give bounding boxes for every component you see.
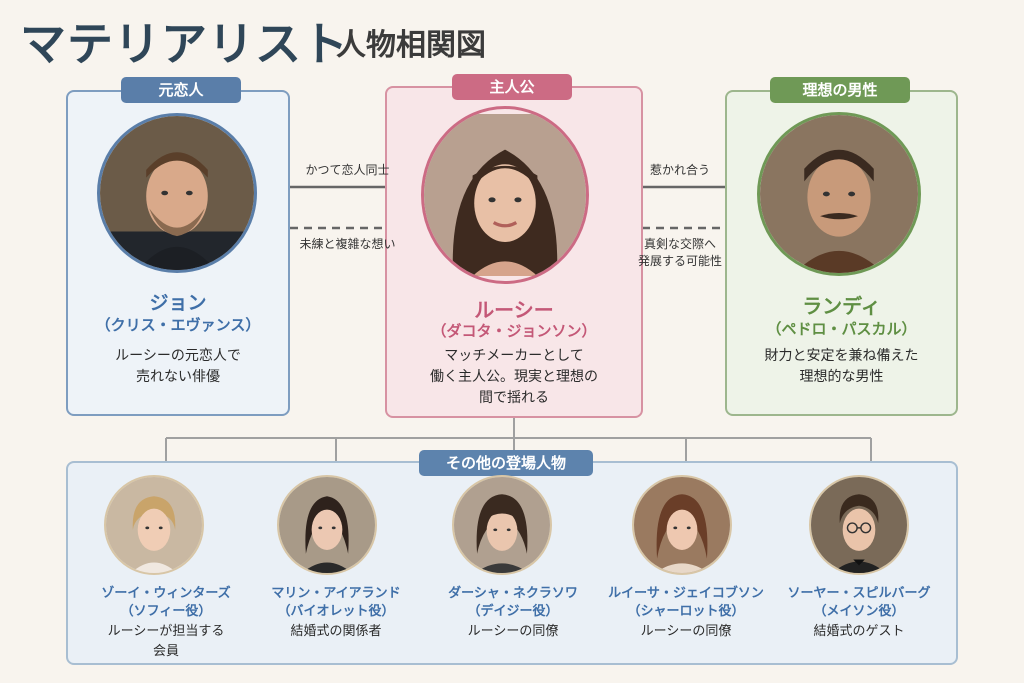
other-role-1: （ソフィー役） (120, 604, 212, 619)
other-desc-1: ルーシーが担当する 会員 (107, 624, 225, 659)
person-portrait-icon (424, 114, 586, 276)
tag-ideal-man: 理想の男性 (770, 77, 910, 103)
description-randy: 財力と安定を兼ね備えた 理想的な男性 (764, 348, 919, 385)
person-portrait-icon (279, 477, 375, 573)
other-role-2: （バイオレット役） (277, 604, 395, 619)
other-name-4: ルイーサ・ジェイコブソン (608, 586, 764, 601)
tag-ex-lover: 元恋人 (121, 77, 241, 103)
person-portrait-icon (760, 115, 918, 273)
person-portrait-icon (106, 477, 202, 573)
actor-name-randy: （ペドロ・パスカル） (766, 320, 917, 338)
other-role-4: （シャーロット役） (627, 604, 745, 619)
person-portrait-icon (100, 116, 254, 270)
tag-other-characters: その他の登場人物 (419, 450, 593, 476)
tag-protagonist: 主人公 (452, 74, 572, 100)
portrait-john (97, 113, 257, 273)
relation-label-center-to-right: 惹かれ合う (649, 163, 710, 177)
portrait-marin (277, 475, 377, 575)
person-portrait-icon (811, 477, 907, 573)
other-name-3: ダーシャ・ネクラソワ (448, 586, 578, 601)
description-john: ルーシーの元恋人で 売れない俳優 (115, 348, 241, 385)
other-name-1: ゾーイ・ウィンターズ (101, 586, 231, 601)
character-name-lucy: ルーシー (474, 298, 554, 322)
character-name-john: ジョン (149, 292, 207, 314)
description-lucy: マッチメーカーとして 働く主人公。現実と理想の 間で揺れる (430, 348, 598, 406)
page-subtitle: 人物相関図 (336, 28, 486, 63)
actor-name-john: （クリス・エヴァンス） (95, 316, 261, 334)
other-role-3: （デイジー役） (467, 604, 559, 619)
other-name-2: マリン・アイアランド (271, 586, 401, 601)
other-desc-3: ルーシーの同僚 (467, 624, 559, 639)
portrait-zoey (104, 475, 204, 575)
page-title: マテリアリスト (20, 17, 349, 71)
relation-label-center-to-left: 未練と複雑な想い (299, 237, 396, 251)
other-desc-2: 結婚式の関係者 (290, 624, 382, 639)
portrait-luisa (632, 475, 732, 575)
other-desc-4: ルーシーの同僚 (640, 624, 732, 639)
portrait-randy (757, 112, 921, 276)
actor-name-lucy: （ダコタ・ジョンソン） (431, 322, 597, 340)
portrait-dasha (452, 475, 552, 575)
portrait-lucy (421, 106, 589, 284)
character-name-randy: ランディ (802, 294, 881, 318)
other-name-5: ソーヤー・スピルバーグ (787, 586, 931, 601)
person-portrait-icon (634, 477, 730, 573)
person-portrait-icon (454, 477, 550, 573)
relation-label-right-to-center: 真剣な交際へ 発展する可能性 (637, 237, 722, 268)
other-desc-5: 結婚式のゲスト (813, 624, 905, 639)
portrait-sawyer (809, 475, 909, 575)
other-role-5: （メイソン役） (813, 604, 905, 619)
relation-label-left-to-center: かつて恋人同士 (305, 163, 390, 177)
